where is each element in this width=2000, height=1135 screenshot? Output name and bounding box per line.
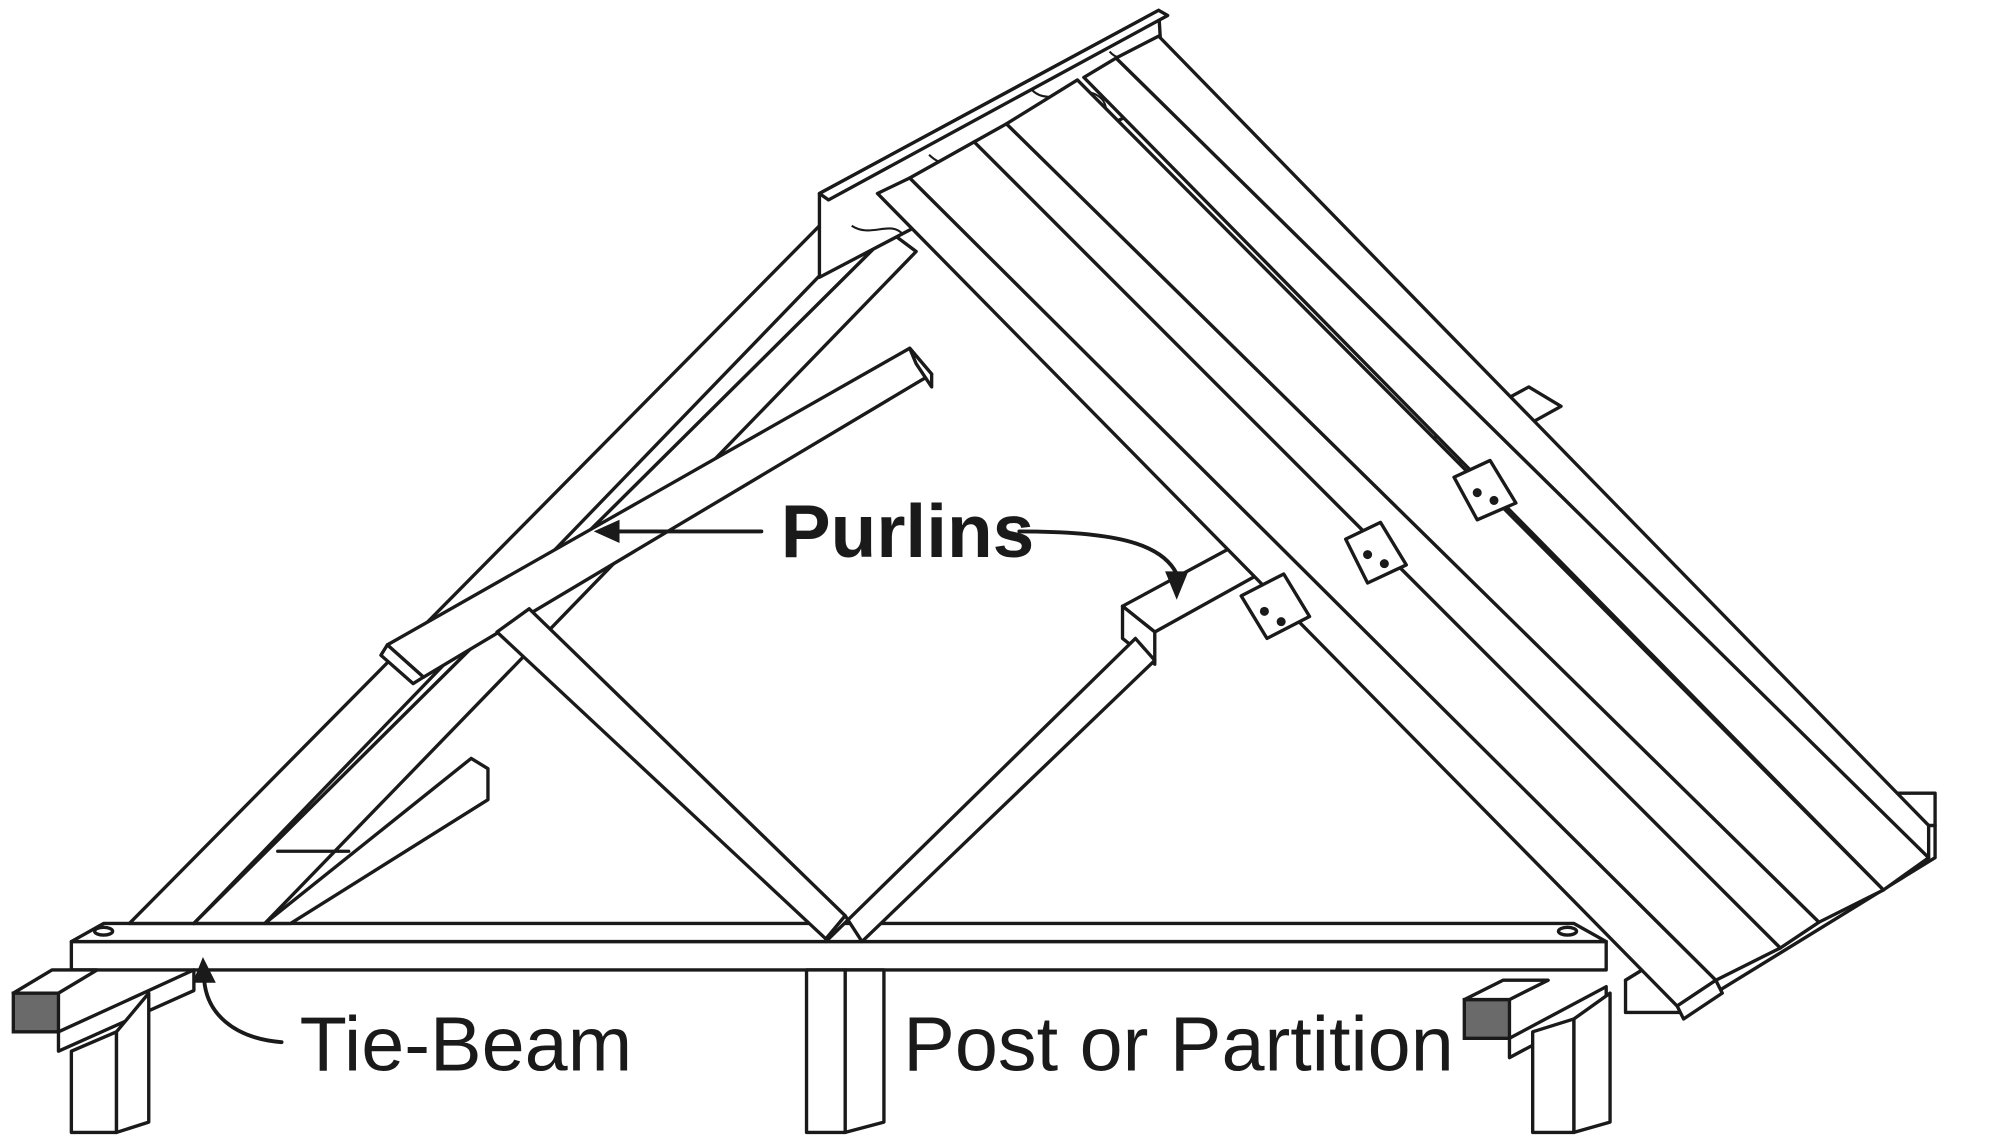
connector-plate-3 bbox=[1452, 458, 1518, 522]
tie-beam-label: Tie-Beam bbox=[300, 1002, 633, 1088]
connector-plate-2 bbox=[1343, 520, 1408, 585]
arrow-purlins-right bbox=[1017, 529, 1189, 600]
strut-right-web bbox=[824, 636, 1157, 944]
connector-plate-1 bbox=[1239, 572, 1312, 641]
post-right bbox=[1530, 991, 1612, 1135]
wall-plate-left bbox=[11, 968, 196, 1053]
rafter-middle bbox=[972, 78, 1886, 950]
left-strut bbox=[263, 756, 490, 926]
rafter-back bbox=[1082, 34, 1931, 892]
purlin-left bbox=[379, 346, 934, 686]
strut-left-web bbox=[495, 607, 847, 941]
post-label: Post or Partition bbox=[903, 1002, 1453, 1088]
purlins-label: Purlins bbox=[781, 489, 1035, 573]
post-center bbox=[804, 968, 886, 1135]
post-left bbox=[69, 991, 151, 1135]
arrow-purlins-left bbox=[593, 519, 764, 543]
arrow-tie-beam bbox=[192, 957, 284, 1045]
tie-beam bbox=[69, 921, 1608, 972]
